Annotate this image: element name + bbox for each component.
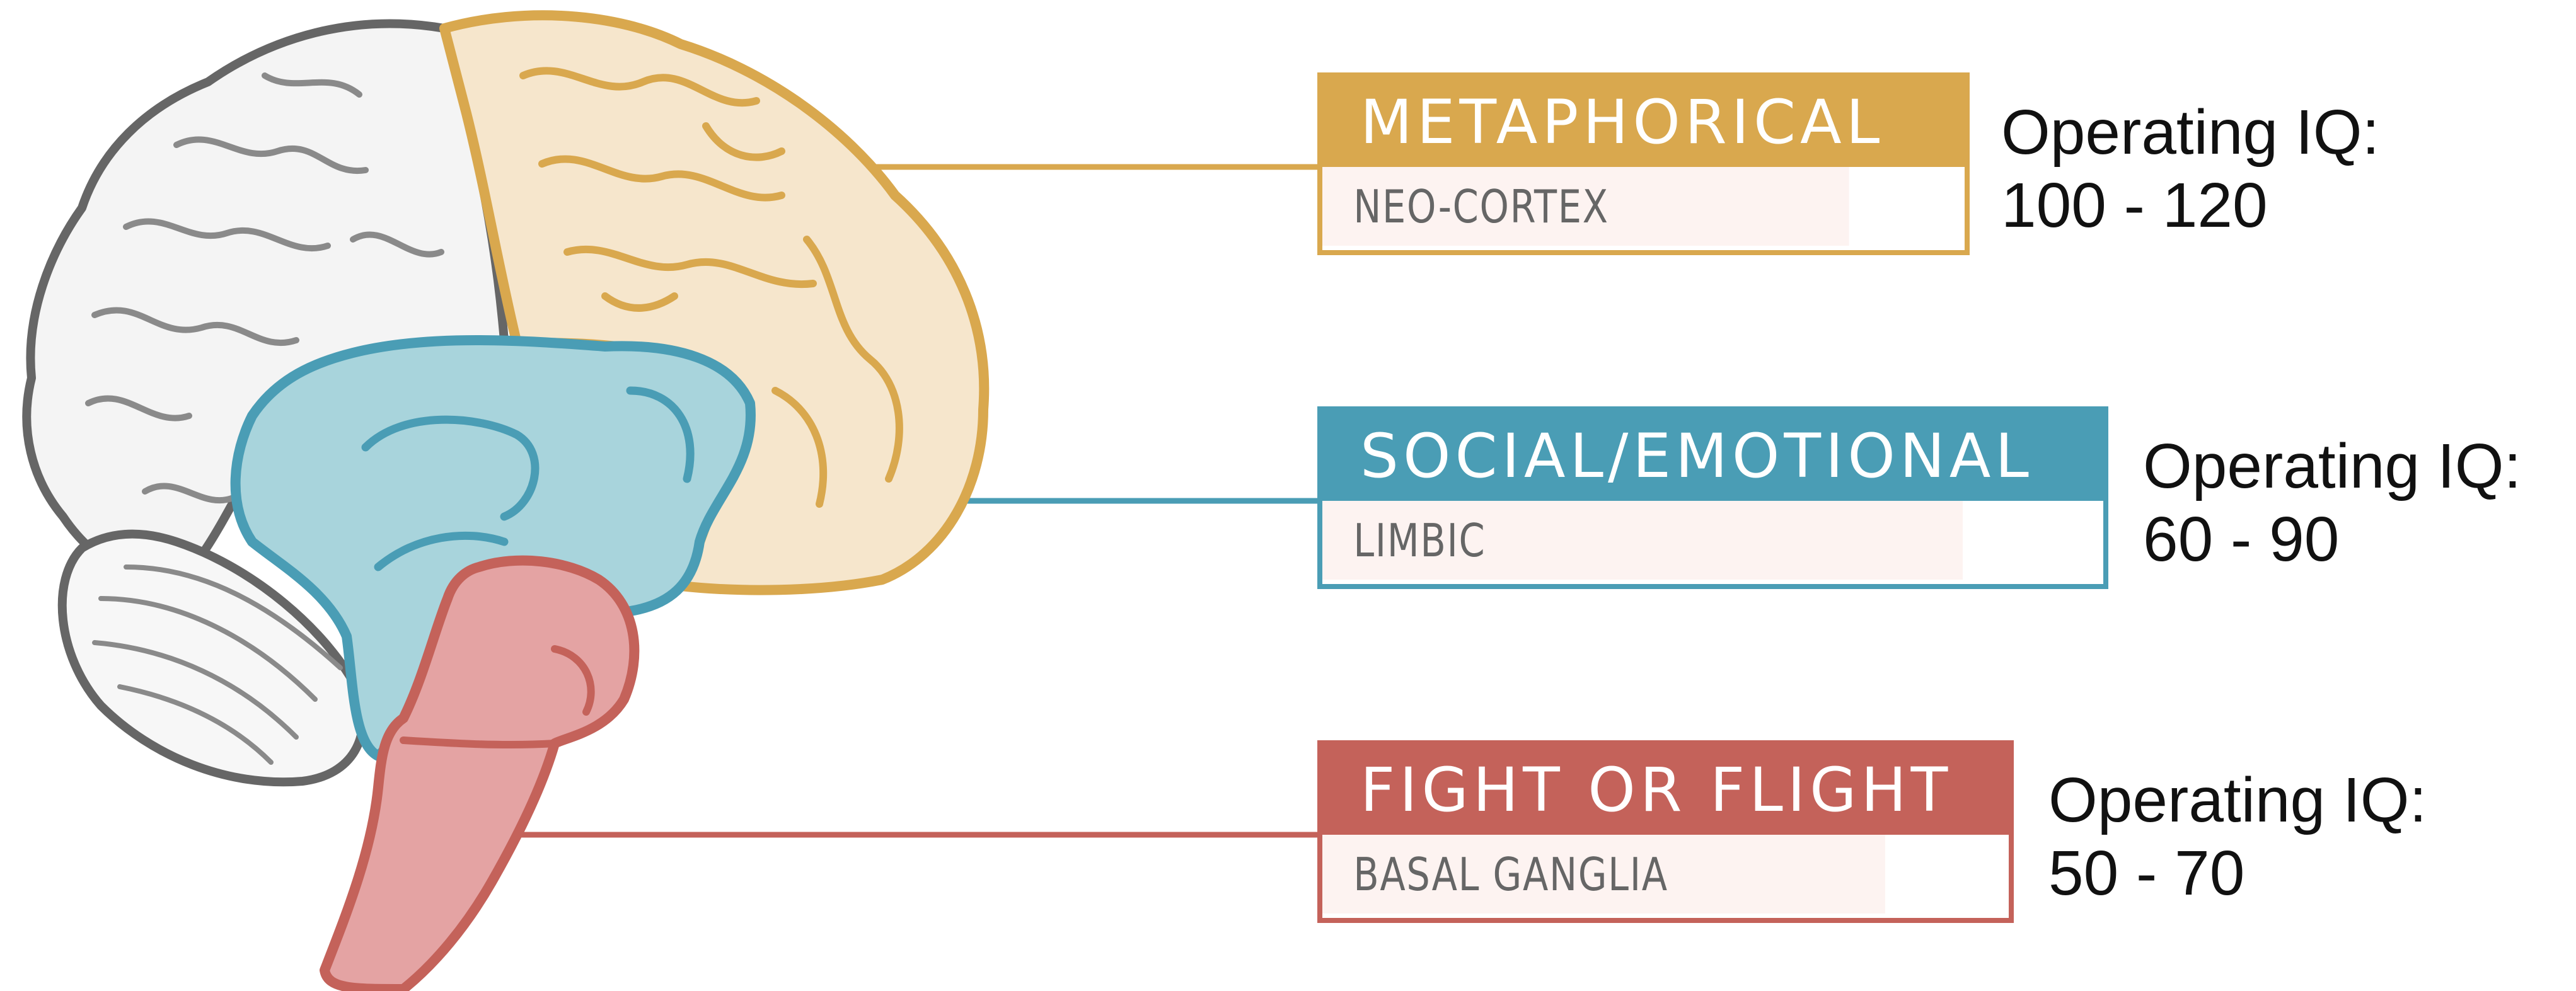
label-box-social-emotional: SOCIAL/EMOTIONAL LIMBIC — [1317, 406, 2108, 589]
region-subtitle-basal-ganglia: BASAL GANGLIA — [1322, 835, 1885, 914]
iq-label-metaphorical: Operating IQ: — [2001, 96, 2379, 169]
iq-label-social-emotional: Operating IQ: — [2143, 430, 2521, 503]
iq-fight-or-flight: Operating IQ: 50 - 70 — [2048, 764, 2427, 910]
region-title-fight-or-flight: FIGHT OR FLIGHT — [1322, 745, 2009, 835]
region-subtitle-neo-cortex: NEO-CORTEX — [1322, 167, 1849, 246]
iq-range-social-emotional: 60 - 90 — [2143, 503, 2521, 576]
iq-range-metaphorical: 100 - 120 — [2001, 169, 2379, 242]
iq-social-emotional: Operating IQ: 60 - 90 — [2143, 430, 2521, 576]
region-subtitle-limbic: LIMBIC — [1322, 501, 1963, 580]
iq-range-fight-or-flight: 50 - 70 — [2048, 837, 2427, 910]
region-title-metaphorical: METAPHORICAL — [1322, 77, 1965, 167]
iq-metaphorical: Operating IQ: 100 - 120 — [2001, 96, 2379, 242]
label-box-fight-or-flight: FIGHT OR FLIGHT BASAL GANGLIA — [1317, 740, 2014, 923]
iq-label-fight-or-flight: Operating IQ: — [2048, 764, 2427, 837]
label-box-metaphorical: METAPHORICAL NEO-CORTEX — [1317, 72, 1970, 255]
region-title-social-emotional: SOCIAL/EMOTIONAL — [1322, 411, 2103, 501]
